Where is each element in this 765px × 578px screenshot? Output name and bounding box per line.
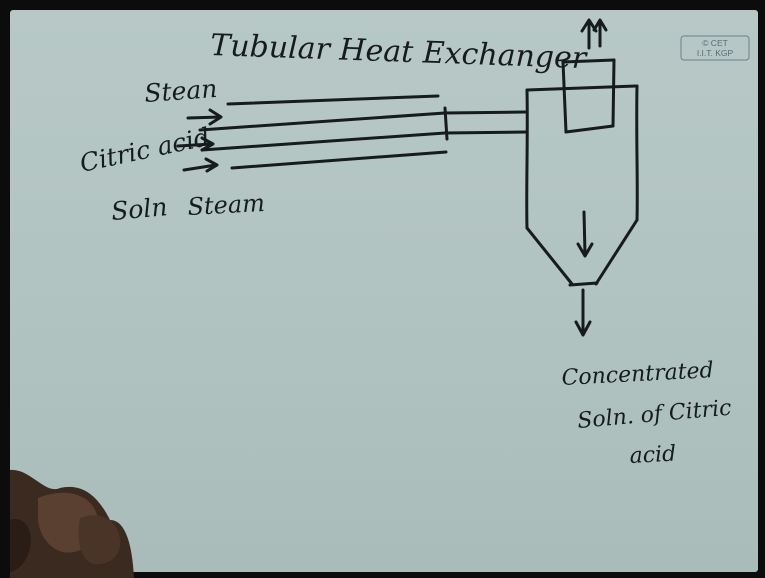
arrow-right-icon (182, 157, 219, 173)
label-steam-bottom: Steam (187, 189, 266, 221)
watermark-line2: I.I.T. KGP (697, 48, 734, 58)
whiteboard (10, 10, 758, 572)
tube-line-steam-bottom (230, 150, 448, 170)
cone-right (594, 218, 639, 286)
vapour-chamber (561, 58, 616, 134)
tube-line-steam-top (226, 94, 440, 106)
tube-line-acid-lower (200, 130, 529, 152)
arrow-down-icon (576, 210, 594, 258)
tube-line-acid-upper (198, 110, 527, 132)
label-product-line1: Concentrated (561, 358, 714, 391)
watermark-line1: © CET (702, 38, 728, 48)
label-steam-top: Stean (143, 74, 218, 108)
vessel-outlet (568, 281, 599, 287)
presenter-hand (10, 469, 134, 578)
cone-left (525, 226, 574, 286)
vessel-right-wall (635, 84, 639, 222)
label-product-line2: Soln. of Citric (576, 396, 732, 434)
separator-vessel (525, 84, 639, 287)
arrow-down-icon (574, 288, 592, 337)
arrow-right-icon (176, 136, 215, 152)
heat-exchanger-tubes (198, 94, 529, 170)
diagram-title: Tubular Heat Exchanger (210, 28, 589, 76)
label-product-line3: acid (629, 442, 677, 469)
cet-watermark: © CET I.I.T. KGP (680, 35, 750, 61)
vessel-top (525, 84, 639, 92)
arrow-up-icon (580, 18, 608, 50)
tube-joint-mark (443, 106, 449, 141)
arrow-right-icon (186, 108, 223, 126)
label-feed-line2: Soln (110, 192, 169, 226)
vessel-left-wall (525, 88, 529, 230)
